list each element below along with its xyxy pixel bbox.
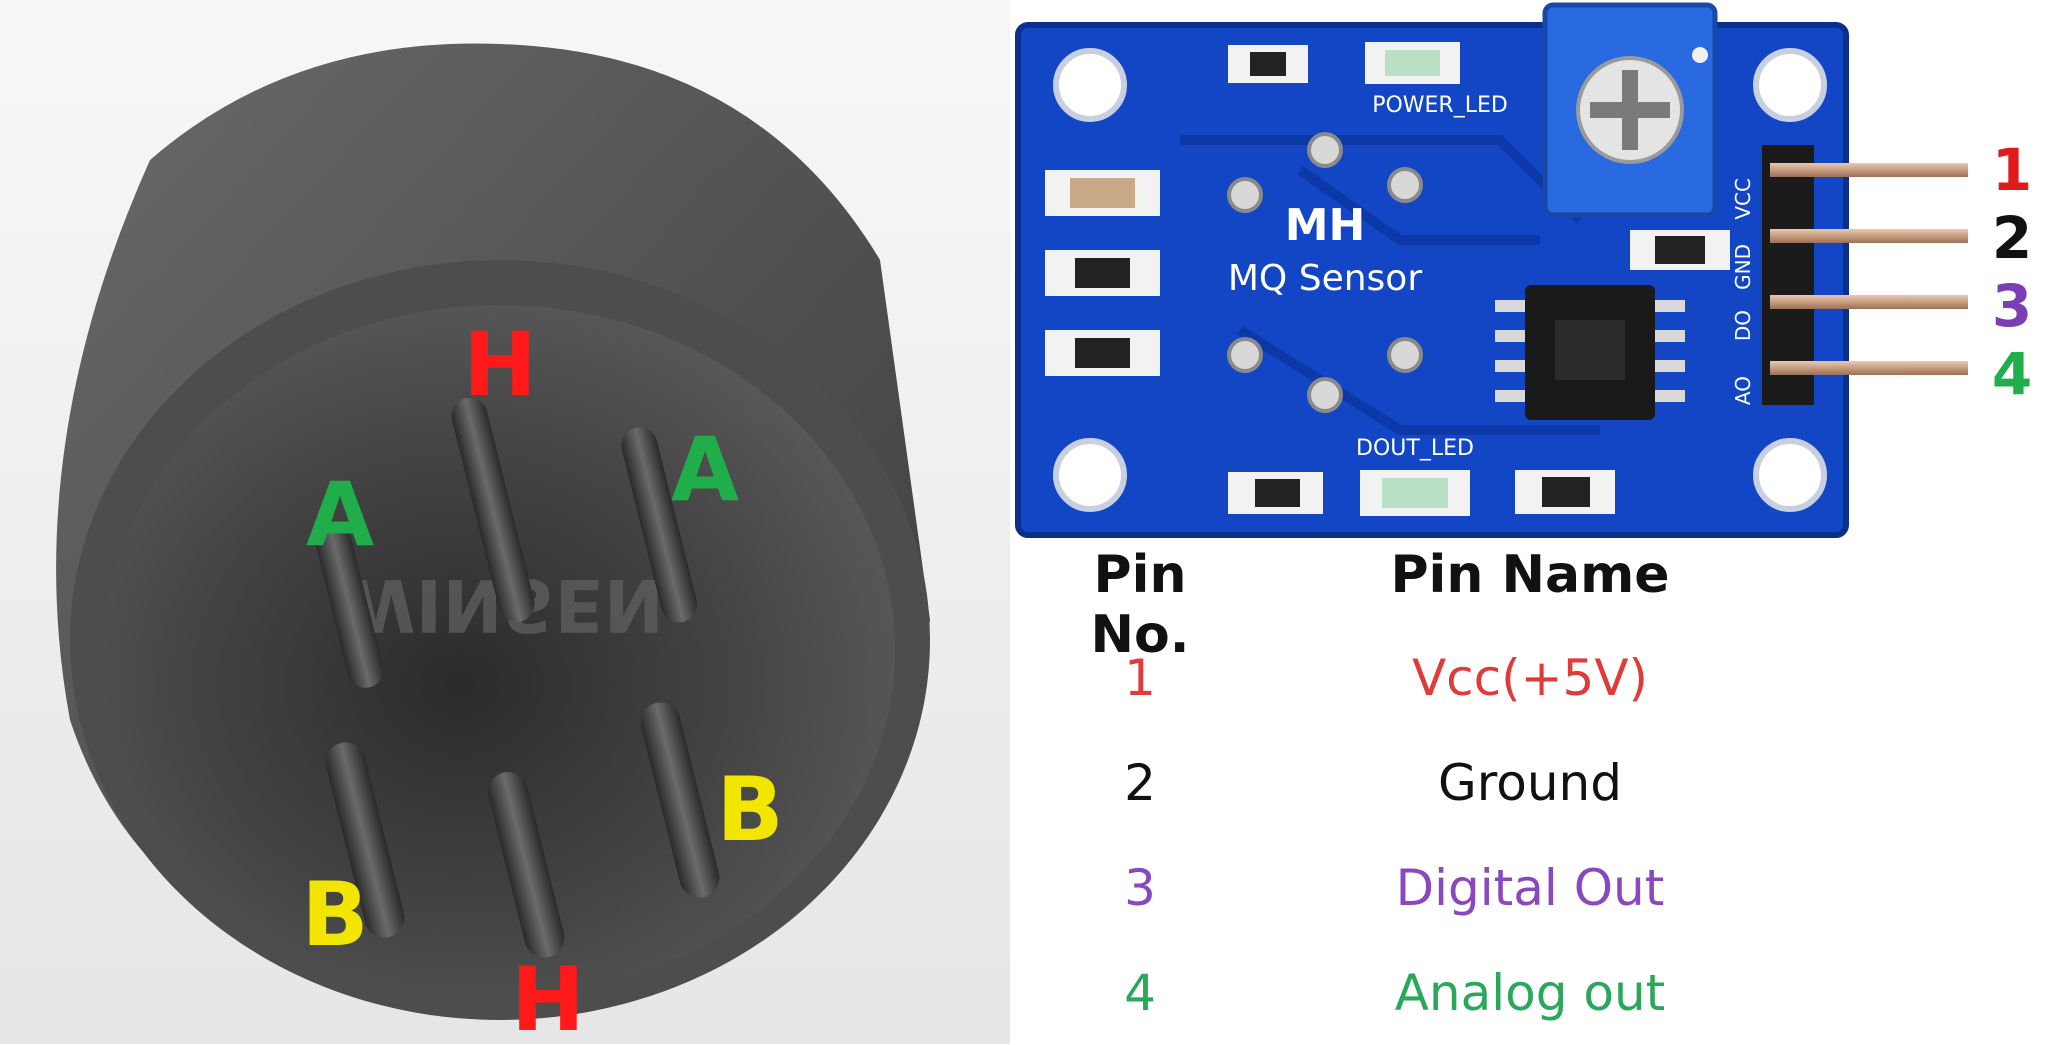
header-label-do: DO: [1731, 310, 1755, 341]
pin-number-1: 1: [1992, 136, 2032, 204]
pcb-trace: [1237, 325, 1600, 435]
pin-name-cell: Vcc(+5V): [1411, 648, 1649, 707]
table-row: 4 Analog out: [1040, 940, 1800, 1045]
pin-b-right: [640, 702, 720, 898]
header-pins: [1770, 163, 1968, 375]
mounting-hole: [1053, 438, 1127, 512]
pin-no-cell: 1: [1124, 648, 1156, 707]
pin-table: Pin No. Pin Name 1 Vcc(+5V) 2 Ground 3 D…: [1040, 545, 1800, 1045]
pin-h-top: [451, 397, 535, 623]
mq-sensor-photo: WINSEN H A A B B H: [0, 0, 1010, 1044]
pcb-edge: [1015, 22, 1849, 538]
label-a-right: A: [671, 418, 739, 521]
table-row: 3 Digital Out: [1040, 835, 1800, 940]
table-row: 2 Ground: [1040, 730, 1800, 835]
label-h-top: H: [463, 313, 537, 416]
socket-pad: [1387, 337, 1423, 373]
smd-resistor: [1228, 45, 1308, 83]
header-label-vcc: VCC: [1731, 178, 1755, 220]
smd-resistor: [1228, 472, 1323, 514]
header-label-ao: AO: [1731, 376, 1755, 405]
header-label-gnd: GND: [1731, 244, 1755, 290]
pin-name-cell: Digital Out: [1395, 858, 1665, 917]
smd-led: [1365, 42, 1460, 84]
header-pin-1: [1770, 163, 1968, 177]
socket-pad: [1227, 337, 1263, 373]
socket-pad: [1307, 377, 1343, 413]
smd-resistor: [1630, 230, 1730, 270]
smd-resistor: [1515, 470, 1615, 514]
pin-number-4: 4: [1992, 340, 2032, 408]
dout-led-label: DOUT_LED: [1356, 436, 1474, 461]
header-pin-name: Pin Name: [1390, 545, 1670, 605]
pin-a-left: [315, 521, 384, 688]
mounting-hole: [1753, 438, 1827, 512]
potentiometer: [1542, 2, 1718, 218]
socket-pad: [1227, 177, 1263, 213]
header-pin-no: Pin No.: [1090, 545, 1190, 665]
pin-b-left: [325, 742, 405, 938]
pin-name-cell: Ground: [1438, 753, 1622, 812]
sensor-pins: [315, 397, 720, 958]
mounting-hole: [1753, 48, 1827, 122]
pin-number-2: 2: [1992, 204, 2032, 272]
smd-resistor: [1045, 250, 1160, 296]
smd-led: [1360, 470, 1470, 516]
mounting-hole: [1053, 48, 1127, 122]
pcb-trace: [1297, 165, 1540, 245]
smd-resistor: [1045, 330, 1160, 376]
socket-pad: [1387, 167, 1423, 203]
label-a-left: A: [306, 463, 374, 566]
label-b-right: B: [716, 758, 783, 861]
board-subtitle: MQ Sensor: [1228, 258, 1422, 299]
pin-name-cell: Analog out: [1394, 963, 1666, 1022]
comparator-chip: [1495, 285, 1685, 420]
header-pin-4: [1770, 361, 1968, 375]
pin-table-header: Pin No. Pin Name: [1040, 545, 1800, 665]
pin-number-3: 3: [1992, 272, 2032, 340]
socket-pad: [1307, 132, 1343, 168]
table-row: 1 Vcc(+5V): [1040, 625, 1800, 730]
pin-h-bottom: [488, 772, 565, 958]
pin-no-cell: 2: [1124, 753, 1156, 812]
mq-sensor-module: MH MQ Sensor POWER_LED DOUT_LED VCC GND …: [1015, 2, 2032, 538]
label-h-bottom: H: [511, 948, 585, 1044]
pin-a-right: [621, 427, 698, 623]
header-pin-2: [1770, 229, 1968, 243]
header-pin-3: [1770, 295, 1968, 309]
smd-components: [1045, 42, 1730, 516]
board-title: MH: [1285, 200, 1366, 251]
smd-capacitor: [1045, 170, 1160, 216]
label-b-left: B: [301, 863, 368, 966]
pin-no-cell: 4: [1124, 963, 1156, 1022]
power-led-label: POWER_LED: [1372, 93, 1508, 118]
pin-no-cell: 3: [1124, 858, 1156, 917]
